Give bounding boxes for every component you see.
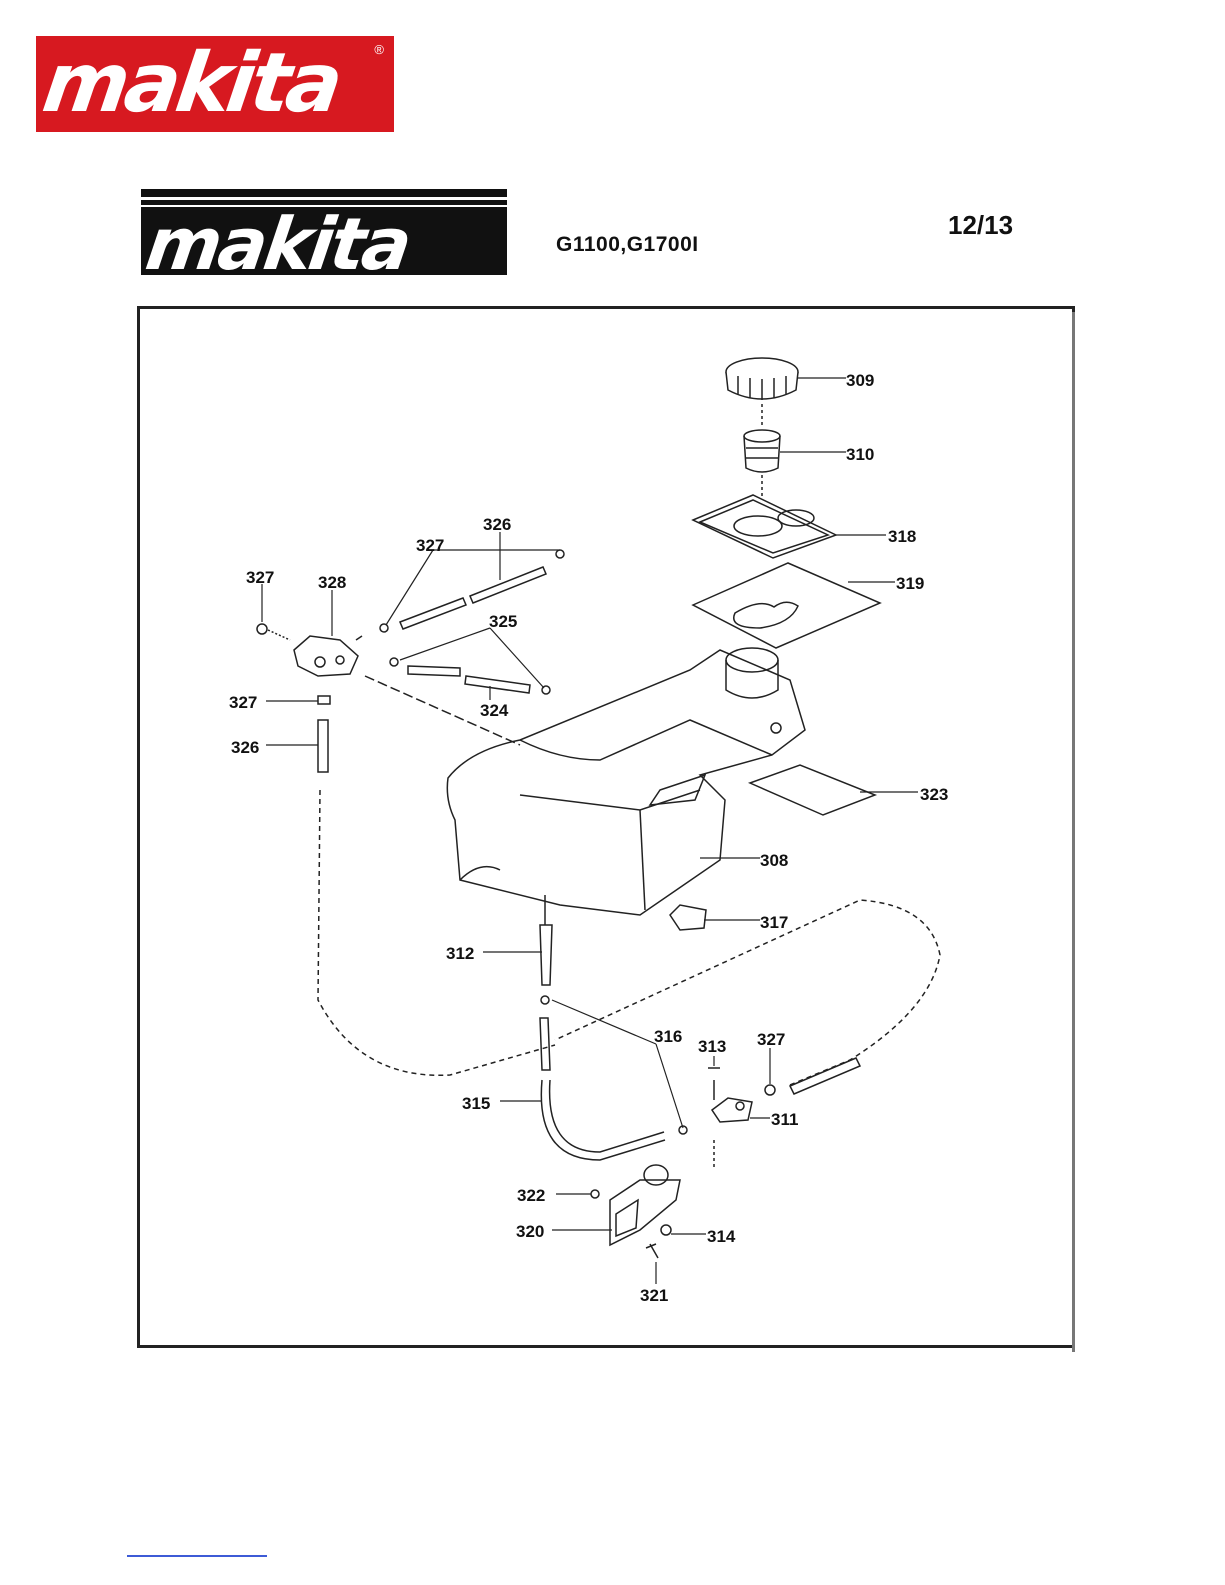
fuel-valve-part [708, 1068, 752, 1122]
fuel-cock-part [257, 624, 362, 676]
part-callout-315: 315 [462, 1094, 490, 1113]
part-callout-314: 314 [707, 1227, 736, 1246]
part-callout-327: 327 [757, 1030, 785, 1049]
part-callout-310: 310 [846, 445, 874, 464]
hose-part [400, 567, 546, 629]
part-callout-313: 313 [698, 1037, 726, 1056]
part-callout-318: 318 [888, 527, 916, 546]
part-callout-327: 327 [229, 693, 257, 712]
part-callout-325: 325 [489, 612, 517, 631]
part-callout-328: 328 [318, 573, 346, 592]
part-callout-326: 326 [483, 515, 511, 534]
part-callout-323: 323 [920, 785, 948, 804]
fuel-filter-part [540, 895, 552, 985]
part-callout-316: 316 [654, 1027, 682, 1046]
part-callout-312: 312 [446, 944, 474, 963]
footer-link-underline [127, 1555, 267, 1557]
part-callout-324: 324 [480, 701, 509, 720]
tank-plate-part [693, 495, 836, 558]
fuel-cap-part [726, 358, 798, 400]
part-callout-317: 317 [760, 913, 788, 932]
hose-part [408, 666, 530, 693]
part-callout-308: 308 [760, 851, 788, 870]
part-callout-327: 327 [246, 568, 274, 587]
sponge-part [750, 765, 875, 815]
part-callout-309: 309 [846, 371, 874, 390]
part-callout-327: 327 [416, 536, 444, 555]
part-callout-319: 319 [896, 574, 924, 593]
part-callout-326: 326 [231, 738, 259, 757]
part-callout-322: 322 [517, 1186, 545, 1205]
part-callout-320: 320 [516, 1222, 544, 1241]
rubber-part [670, 905, 706, 930]
fuel-tank-part [447, 648, 805, 915]
strainer-part [744, 430, 780, 472]
part-callout-321: 321 [640, 1286, 668, 1305]
gasket-part [693, 563, 880, 648]
part-callout-311: 311 [771, 1110, 798, 1129]
